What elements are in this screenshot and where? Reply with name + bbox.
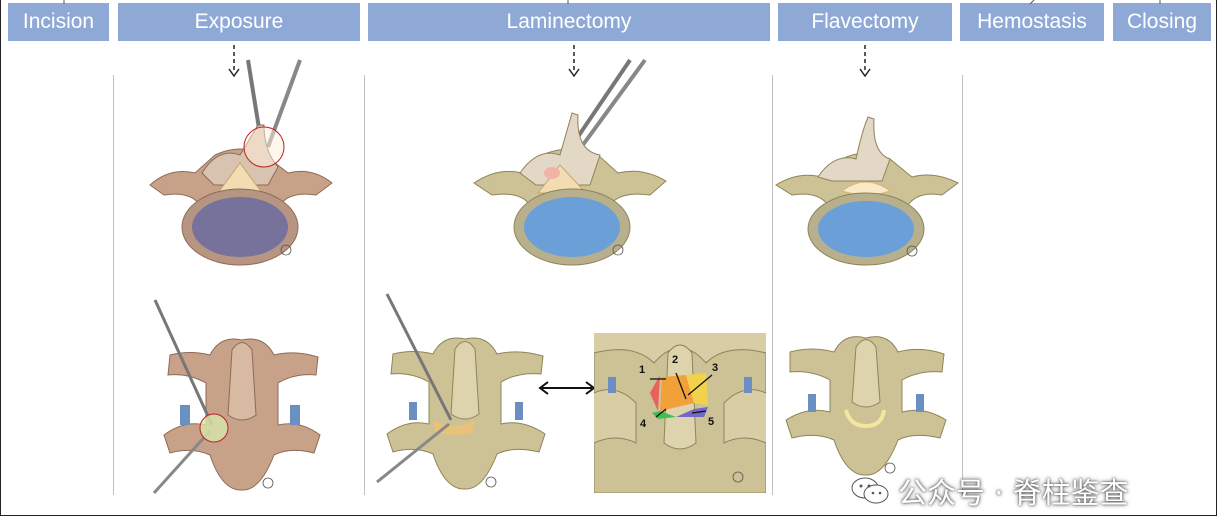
laminectomy-axial-vertebra xyxy=(473,58,667,266)
dashed-arrow-down-icon xyxy=(228,45,240,78)
stage-label: Hemostasis xyxy=(977,10,1087,33)
stage-hemostasis: Hemostasis xyxy=(960,3,1104,41)
stage-closing: Closing xyxy=(1113,3,1211,41)
column-divider xyxy=(364,75,365,495)
technique-step-4: 4 xyxy=(640,418,647,430)
column-divider xyxy=(772,75,773,495)
stage-label: Laminectomy xyxy=(506,10,632,33)
watermark: 公众号 · 脊柱鉴查 xyxy=(850,470,1129,512)
exposure-posterior-spine xyxy=(152,299,321,495)
dashed-arrow-down-icon xyxy=(859,45,871,78)
wechat-icon xyxy=(851,477,889,504)
header-ticks xyxy=(63,0,1161,5)
technique-step-3: 3 xyxy=(712,362,718,374)
double-arrow-icon xyxy=(538,381,596,395)
stage-label: Flavectomy xyxy=(811,10,919,33)
dashed-arrow-down-icon xyxy=(568,45,580,78)
technique-step-2: 2 xyxy=(672,354,678,366)
stage-flavectomy: Flavectomy xyxy=(778,3,952,41)
laminectomy-posterior-spine xyxy=(376,293,546,490)
technique-step-1: 1 xyxy=(639,364,645,376)
flavectomy-axial-vertebra xyxy=(775,116,959,266)
stage-incision: Incision xyxy=(8,3,109,41)
exposure-axial-vertebra xyxy=(149,59,333,266)
technique-step-5: 5 xyxy=(708,416,714,428)
column-divider xyxy=(962,75,963,495)
stage-label: Exposure xyxy=(194,10,284,33)
flavectomy-posterior-spine xyxy=(785,336,947,476)
column-divider xyxy=(113,75,114,495)
stage-label: Incision xyxy=(22,10,95,33)
stage-exposure: Exposure xyxy=(118,3,360,41)
laminectomy-technique-detail: 1 2 3 4 5 xyxy=(594,333,766,493)
watermark-text: 公众号 · 脊柱鉴查 xyxy=(898,476,1129,510)
stage-laminectomy: Laminectomy xyxy=(368,3,770,41)
stage-label: Closing xyxy=(1126,10,1198,33)
